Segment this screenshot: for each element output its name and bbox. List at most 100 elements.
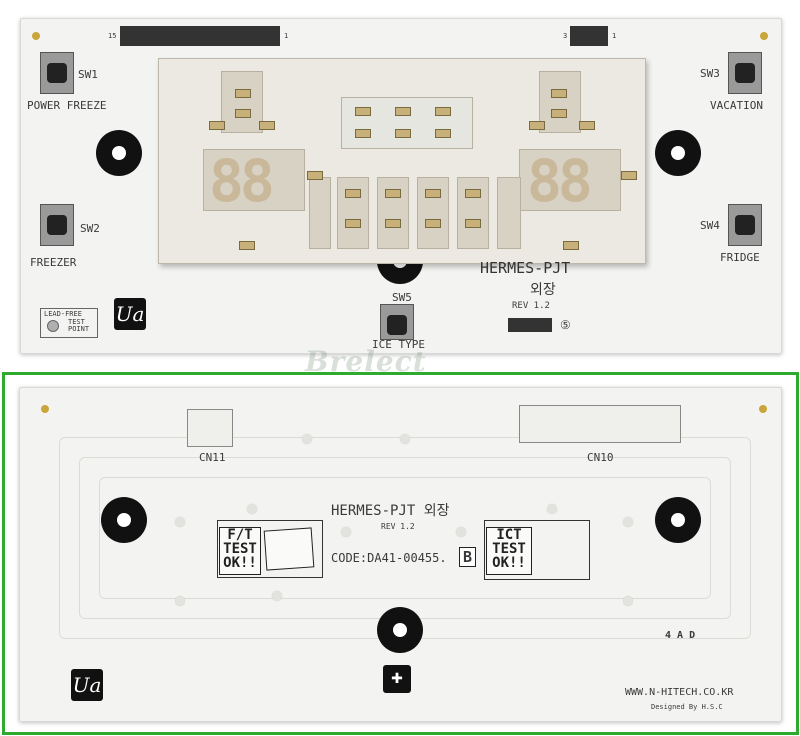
sw1-label: SW1: [78, 68, 98, 81]
smd-led: [209, 121, 225, 130]
mounting-pad: [759, 405, 767, 413]
lead-free-box: [40, 308, 98, 338]
sw2-label: SW2: [80, 222, 100, 235]
smd-led: [465, 189, 481, 198]
korean-label: 외장: [530, 282, 556, 298]
ict-test-stamp: ICT TEST OK!!: [486, 527, 532, 575]
smd-led: [435, 107, 451, 116]
smd-led: [425, 219, 441, 228]
led-window: [539, 71, 581, 133]
lot-code: 4 A D: [665, 630, 696, 641]
mounting-hole: [96, 130, 142, 176]
led-window: [309, 177, 331, 249]
revision-label: REV 1.2: [381, 522, 415, 531]
vacation-label: VACATION: [710, 99, 763, 112]
led-window: [457, 177, 489, 249]
ft-test-stamp: F/T TEST OK!!: [219, 527, 261, 575]
highlight-frame: CN11 CN10 HERMES-PJT 외장 REV 1.2 CODE:DA4…: [2, 372, 799, 735]
sw5-label: SW5: [392, 291, 412, 304]
pin-label: 1: [612, 32, 617, 40]
part-code-suffix: B: [459, 547, 477, 567]
smd-led: [395, 107, 411, 116]
board-model-label: HERMES-PJT: [480, 259, 571, 277]
pcb-back: CN11 CN10 HERMES-PJT 외장 REV 1.2 CODE:DA4…: [19, 387, 782, 722]
test-point: [175, 596, 185, 606]
smd-led: [529, 121, 545, 130]
test-point: [272, 591, 282, 601]
led-window: [377, 177, 409, 249]
smd-led: [563, 241, 579, 250]
smd-led: [385, 189, 401, 198]
smd-led: [355, 129, 371, 138]
test-point: [623, 517, 633, 527]
test-point: [175, 517, 185, 527]
smd-led: [235, 109, 251, 118]
smd-led: [355, 107, 371, 116]
mounting-hole: [377, 607, 423, 653]
test-point: [341, 527, 351, 537]
watermark: Brelect: [305, 345, 427, 378]
test-point: [247, 504, 257, 514]
board-model-label: HERMES-PJT 외장: [331, 503, 450, 519]
smd-led: [259, 121, 275, 130]
ict-test-box: [484, 520, 590, 580]
test-point-label: TEST POINT: [68, 318, 90, 333]
connector-3pin: [570, 26, 608, 46]
smd-led: [435, 129, 451, 138]
switch-sw4: [728, 204, 762, 246]
mounting-pad: [41, 405, 49, 413]
smd-led: [345, 219, 361, 228]
smd-led: [239, 241, 255, 250]
smd-led: [425, 189, 441, 198]
pcb-front: 15 1 3 1 SW1 POWER FREEZE SW2 FREEZER SW…: [20, 18, 782, 354]
led-window: [221, 71, 263, 133]
connector-cn10: [519, 405, 681, 443]
cn11-label: CN11: [199, 451, 226, 464]
smd-led: [235, 89, 251, 98]
switch-sw2: [40, 204, 74, 246]
smd-led: [621, 171, 637, 180]
website-label: WWW.N-HITECH.CO.KR: [625, 687, 734, 698]
lead-free-label: LEAD-FREE: [44, 310, 82, 318]
brand-logo: ✚: [383, 665, 411, 693]
sw4-label: SW4: [700, 219, 720, 232]
smd-led: [385, 219, 401, 228]
smd-led: [579, 121, 595, 130]
led-window: [337, 177, 369, 249]
seven-segment-digits: 88: [527, 147, 593, 215]
pin-label: 1: [284, 32, 289, 40]
connector-cn11: [187, 409, 233, 447]
designer-label: Designed By H.S.C: [651, 703, 723, 711]
mounting-hole: [655, 130, 701, 176]
sw3-label: SW3: [700, 67, 720, 80]
fridge-label: FRIDGE: [720, 251, 760, 264]
segment-window: [519, 149, 621, 211]
pin-label: 3: [563, 32, 568, 40]
test-point: [623, 596, 633, 606]
smd-led: [551, 89, 567, 98]
smd-led: [551, 109, 567, 118]
part-code-label: CODE:DA41-00455.: [331, 551, 447, 565]
test-point: [302, 434, 312, 444]
mounting-hole: [101, 497, 147, 543]
segment-window: [203, 149, 305, 211]
connector-15pin: [120, 26, 280, 46]
date-code-block: [508, 318, 552, 332]
freezer-label: FREEZER: [30, 256, 77, 269]
ice-type-label: ICE TYPE: [372, 338, 425, 351]
test-point: [547, 504, 557, 514]
smd-led: [465, 219, 481, 228]
smd-led: [307, 171, 323, 180]
mounting-pad: [32, 32, 40, 40]
switch-sw5: [380, 304, 414, 340]
led-window: [497, 177, 521, 249]
inspection-stamp: [263, 527, 315, 571]
led-display-holder: 88 88: [158, 58, 646, 264]
seven-segment-digits: 88: [209, 147, 275, 215]
test-point: [400, 434, 410, 444]
revision-label: REV 1.2: [512, 301, 550, 311]
pin-label: 15: [108, 32, 117, 40]
led-window: [417, 177, 449, 249]
smd-led: [345, 189, 361, 198]
pcb-trace: [99, 477, 711, 599]
